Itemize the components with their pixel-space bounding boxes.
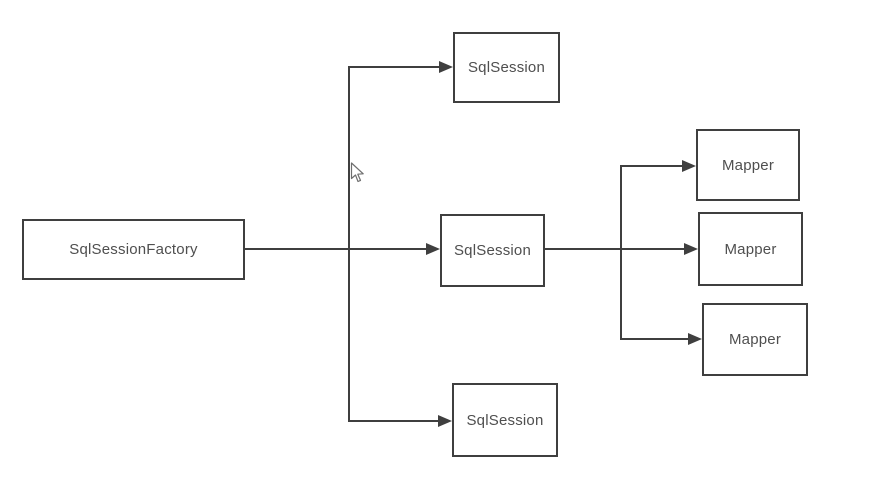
connector-right-trunk: [620, 165, 622, 340]
node-mapper-top[interactable]: Mapper: [696, 129, 800, 201]
node-sqlsession-top[interactable]: SqlSession: [453, 32, 560, 103]
arrowhead-to-mapper-top: [682, 160, 696, 172]
arrowhead-to-mapper-bottom: [688, 333, 702, 345]
node-mapper-middle[interactable]: Mapper: [698, 212, 803, 286]
connector-sqlsession-middle-out: [545, 248, 621, 250]
node-label: SqlSession: [467, 59, 546, 76]
node-sqlsessionfactory[interactable]: SqlSessionFactory: [22, 219, 245, 280]
connector-factory-to-sqlsession-middle: [349, 248, 426, 250]
mouse-cursor-icon: [350, 162, 364, 183]
node-label: SqlSessionFactory: [69, 241, 198, 258]
arrowhead-to-sqlsession-bottom: [438, 415, 452, 427]
connector-factory-to-sqlsession-bottom: [348, 420, 438, 422]
arrowhead-to-mapper-middle: [684, 243, 698, 255]
connector-left-trunk: [348, 66, 350, 422]
connector-factory-out: [245, 248, 349, 250]
connector-sqlsession-to-mapper-middle: [620, 248, 684, 250]
node-label: Mapper: [721, 156, 775, 174]
node-label: SqlSession: [453, 242, 532, 259]
node-sqlsession-middle[interactable]: SqlSession: [440, 214, 545, 287]
arrowhead-to-sqlsession-top: [439, 61, 453, 73]
node-label: Mapper: [724, 240, 777, 258]
arrowhead-to-sqlsession-middle: [426, 243, 440, 255]
node-mapper-bottom[interactable]: Mapper: [702, 303, 808, 376]
node-sqlsession-bottom[interactable]: SqlSession: [452, 383, 558, 457]
connector-sqlsession-to-mapper-top: [620, 165, 682, 167]
connector-factory-to-sqlsession-top: [348, 66, 439, 68]
node-label: Mapper: [728, 331, 782, 348]
connector-sqlsession-to-mapper-bottom: [620, 338, 688, 340]
node-label: SqlSession: [466, 411, 544, 429]
